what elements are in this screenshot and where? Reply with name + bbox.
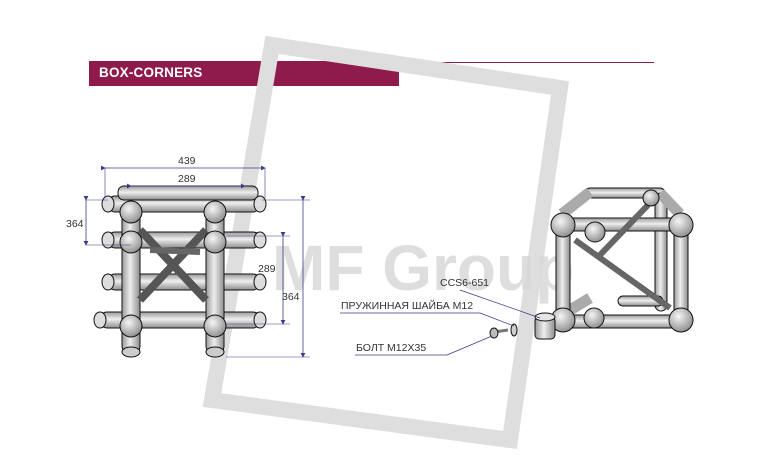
tube-end <box>101 231 115 249</box>
corner-node <box>668 307 694 333</box>
brace-horizontal <box>149 247 201 255</box>
connector-parts <box>489 312 556 340</box>
leader-line <box>479 312 515 327</box>
corner-node <box>119 314 143 338</box>
dim-overall-height: 364 <box>282 291 300 303</box>
tube-back-vertical <box>654 192 668 312</box>
brace-diagonal-2 <box>137 227 209 303</box>
tube-end <box>93 311 107 329</box>
tube-end <box>101 273 115 291</box>
callout-sleeve: CCS6-651 <box>440 277 489 289</box>
dim-depth: 364 <box>66 218 84 230</box>
section-title: BOX-CORNERS <box>99 65 203 80</box>
corner-node <box>119 200 143 224</box>
watermark: MF Group <box>202 35 574 449</box>
tube-depth-right <box>656 189 684 218</box>
dimensions: 439 289 364 289 364 <box>66 155 310 358</box>
tube-end <box>253 311 267 329</box>
leader-line <box>446 335 493 356</box>
tube-depth-left <box>558 187 594 219</box>
section-header-band <box>89 61 399 86</box>
brace-diagonal <box>597 202 651 258</box>
tube-bottom-front <box>563 314 683 329</box>
dim-inner-height: 289 <box>258 263 276 275</box>
corner-node <box>203 200 227 224</box>
tube-end <box>253 273 267 291</box>
callouts: CCS6-651 ПРУЖИННАЯ ШАЙБА М12 БОЛТ М12Х35 <box>340 277 541 356</box>
washer-part <box>510 323 518 337</box>
tube-end <box>121 346 141 358</box>
section-header-rule <box>399 62 654 63</box>
tube-end <box>253 195 267 213</box>
corner-node <box>642 189 660 207</box>
dim-inner-width: 289 <box>178 173 196 185</box>
tube-end <box>205 346 225 358</box>
tube-end <box>101 195 115 213</box>
leader-line <box>459 289 541 319</box>
brace-diagonal <box>573 237 672 311</box>
corner-node <box>119 230 143 254</box>
tube-top-back <box>117 185 259 201</box>
corner-node <box>584 221 606 243</box>
corner-node <box>668 212 694 238</box>
box-corner-side-view <box>93 185 267 358</box>
watermark-text: MF Group <box>272 232 574 304</box>
dim-overall-width: 439 <box>178 155 196 167</box>
callout-bolt: БОЛТ М12Х35 <box>356 342 426 354</box>
bolt-head <box>489 327 499 339</box>
corner-node <box>203 314 227 338</box>
tube-end <box>253 231 267 249</box>
corner-node <box>583 307 605 329</box>
callout-washer: ПРУЖИННАЯ ШАЙБА М12 <box>341 299 473 312</box>
sleeve-top <box>534 312 556 322</box>
box-corner-isometric-view <box>550 187 694 333</box>
corner-node <box>550 212 576 238</box>
corner-node <box>203 230 227 254</box>
